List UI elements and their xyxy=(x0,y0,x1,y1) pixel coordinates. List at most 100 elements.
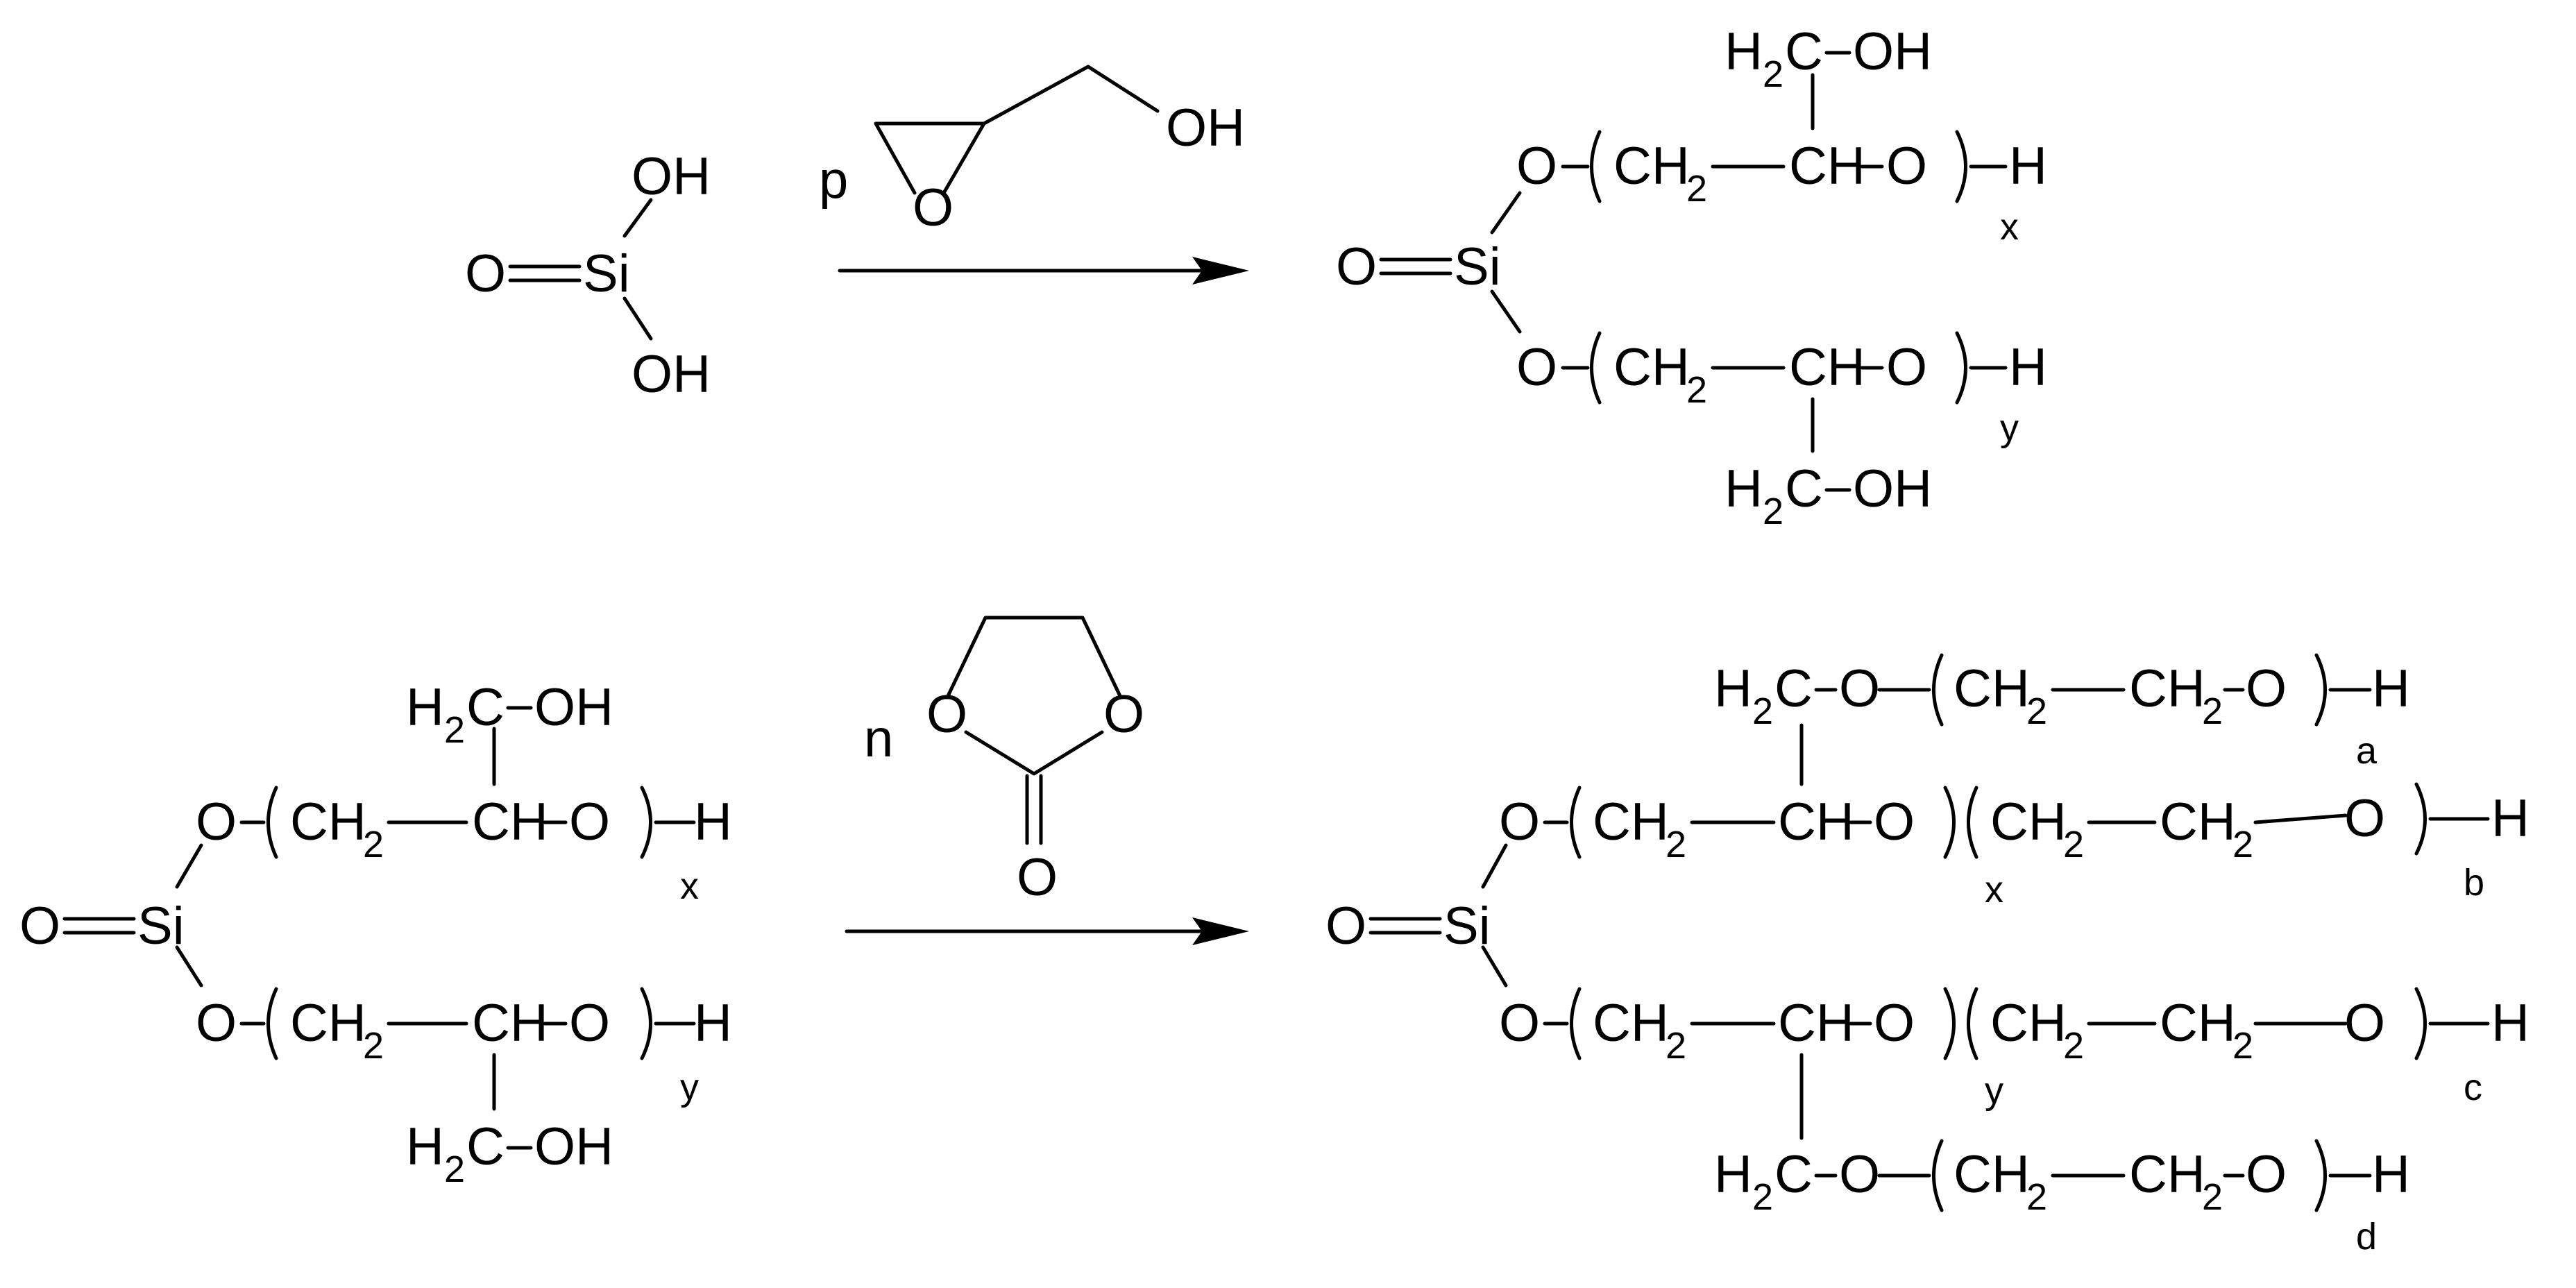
chain-y-eo-ch2b-subscript: 2 xyxy=(2232,1025,2253,1067)
side-top-eo-ch2a-subscript: 2 xyxy=(2026,690,2047,732)
side-bottom-eo-ch2a-subscript: 2 xyxy=(2026,1176,2047,1218)
chain-x-side-c: C xyxy=(466,678,505,737)
chain-x-side-h: H xyxy=(406,678,444,737)
side-bottom-c: C xyxy=(1774,1145,1813,1204)
chain-y-ch: CH xyxy=(1789,338,1865,397)
double-bond xyxy=(62,917,136,935)
side-bottom-h-subscript: 2 xyxy=(1752,1176,1773,1218)
chain-y-o2: O xyxy=(569,994,610,1053)
chain-y-eo-index: c xyxy=(2464,1067,2482,1108)
atom-oh-top: OH xyxy=(632,147,711,206)
chain-x-index: x xyxy=(680,865,699,907)
chain-y-eo-close-bracket xyxy=(2414,987,2490,1060)
chain-x-ch2-subscript: 2 xyxy=(1666,824,1686,865)
chain-y-side-h-subscript: 2 xyxy=(444,1149,465,1190)
carbonate-ring-o-left: O xyxy=(926,685,967,744)
reaction2-arrow xyxy=(845,917,1249,945)
bond-si-o-top xyxy=(175,843,203,889)
chain-y-index: y xyxy=(1985,1070,2003,1112)
chain-y-side-h-subscript: 2 xyxy=(1763,491,1783,532)
atom-o: O xyxy=(1336,237,1377,296)
chain-x-o: O xyxy=(196,793,237,851)
chain-x-open-bracket xyxy=(1561,130,1602,203)
chain-y-o: O xyxy=(1499,994,1540,1053)
right-arrow-icon xyxy=(1192,917,1249,945)
side-top-eo-index: a xyxy=(2356,730,2378,772)
glycidol-oh: OH xyxy=(1166,99,1245,158)
atom-o: O xyxy=(1325,897,1366,956)
chain-x-eo-ch2a: CH xyxy=(1990,793,2067,851)
chain-y-side-oh: OH xyxy=(1853,459,1932,518)
atom-si: Si xyxy=(1454,237,1501,296)
chain-x-o: O xyxy=(1499,793,1540,851)
chain-y-open-bracket xyxy=(239,987,278,1060)
chain-y-close-bracket xyxy=(640,987,696,1060)
side-top-open-bracket xyxy=(1877,653,1944,727)
atom-si: Si xyxy=(583,244,630,303)
reaction1-arrow xyxy=(838,257,1249,285)
double-bond xyxy=(508,264,582,282)
chain-x-open-bracket xyxy=(239,786,278,859)
chain-y-ch2-subscript: 2 xyxy=(1686,369,1707,411)
carbonate-ring-c xyxy=(964,730,1104,776)
glycidol-side-chain xyxy=(982,65,1160,126)
reaction2-reactant: O Si O CH 2 CH O H x H 2 C OH O CH 2 CH … xyxy=(19,678,732,1190)
carbonate-ring-o-right: O xyxy=(1103,685,1144,744)
chain-y-side-h: H xyxy=(406,1117,444,1176)
chain-y-open-bracket xyxy=(1561,331,1602,405)
chain-x-eo-ch2b: CH xyxy=(2160,793,2236,851)
chain-x-side-c: C xyxy=(1785,22,1823,81)
chain-x-o2: O xyxy=(1874,793,1915,851)
side-bottom-close-bracket xyxy=(2314,1139,2372,1212)
chain-x-ch: CH xyxy=(1789,137,1865,196)
chain-x-o: O xyxy=(1516,137,1557,196)
chain-y-ch2: CH xyxy=(1593,994,1669,1053)
chain-x-eo-ch2b-subscript: 2 xyxy=(2232,824,2253,865)
chain-x-side-oh: OH xyxy=(1853,22,1932,81)
side-bottom-h: H xyxy=(1714,1145,1752,1204)
side-top-eo-ch2a: CH xyxy=(1954,659,2030,718)
chain-y-ch2: CH xyxy=(1613,338,1690,397)
chain-y-o2: O xyxy=(1886,338,1927,397)
right-arrow-icon xyxy=(1192,257,1249,285)
chain-x-ch2: CH xyxy=(1593,793,1669,851)
reaction1-product: O Si O CH 2 CH O H x H 2 C OH O CH 2 CH … xyxy=(1336,22,2047,532)
chain-x-h: H xyxy=(2009,137,2047,196)
side-top-eo-ch2b: CH xyxy=(2129,659,2205,718)
side-top-h: H xyxy=(1714,659,1752,718)
chain-x-ch: CH xyxy=(472,793,548,851)
side-top-c: C xyxy=(1774,659,1813,718)
side-bottom-eo-h: H xyxy=(2372,1145,2410,1204)
chain-x-eo-close-bracket xyxy=(2414,782,2490,856)
carbonate-ring-backbone xyxy=(945,616,1123,700)
carbonyl-o: O xyxy=(1017,848,1058,907)
chain-y-eo-open-bracket xyxy=(1967,987,1978,1060)
chain-y-side-h: H xyxy=(1725,459,1763,518)
chain-y-ch: CH xyxy=(1778,994,1854,1053)
reagent-coefficient-p: p xyxy=(819,151,848,210)
bond-si-oh-top xyxy=(622,198,653,238)
chain-x-side-h-subscript: 2 xyxy=(444,709,465,751)
side-top-h-subscript: 2 xyxy=(1752,690,1773,732)
side-bottom-eo-ch2b: CH xyxy=(2129,1145,2205,1204)
chain-x-eo-ch2a-subscript: 2 xyxy=(2063,824,2084,865)
chain-y-eo-o: O xyxy=(2344,994,2385,1053)
chain-y-open-bracket xyxy=(1543,987,1582,1060)
chain-x-eo-o: O xyxy=(2344,789,2385,848)
reaction1-reactant: O Si OH OH xyxy=(465,147,711,404)
side-bottom-eo-ch2a: CH xyxy=(1954,1145,2030,1204)
bond-si-o-top xyxy=(1490,191,1522,235)
chain-y-eo-ch2b: CH xyxy=(2160,994,2236,1053)
chain-x-eo-h: H xyxy=(2491,789,2530,848)
chain-y-index: y xyxy=(2000,407,2019,449)
chain-x-h: H xyxy=(694,793,732,851)
side-bottom-open-bracket xyxy=(1877,1139,1944,1212)
chain-y-index: y xyxy=(680,1067,699,1108)
reaction2-product: O Si H 2 C O CH 2 CH 2 O H a O CH 2 CH O… xyxy=(1325,653,2530,1257)
chain-y-ch2-subscript: 2 xyxy=(363,1025,384,1067)
chain-x-ch2-subscript: 2 xyxy=(363,824,384,865)
chain-x-ch: CH xyxy=(1778,793,1854,851)
chain-x-ch2: CH xyxy=(290,793,366,851)
reaction2-reagent-ethylene-carbonate: n O O O xyxy=(864,616,1144,907)
